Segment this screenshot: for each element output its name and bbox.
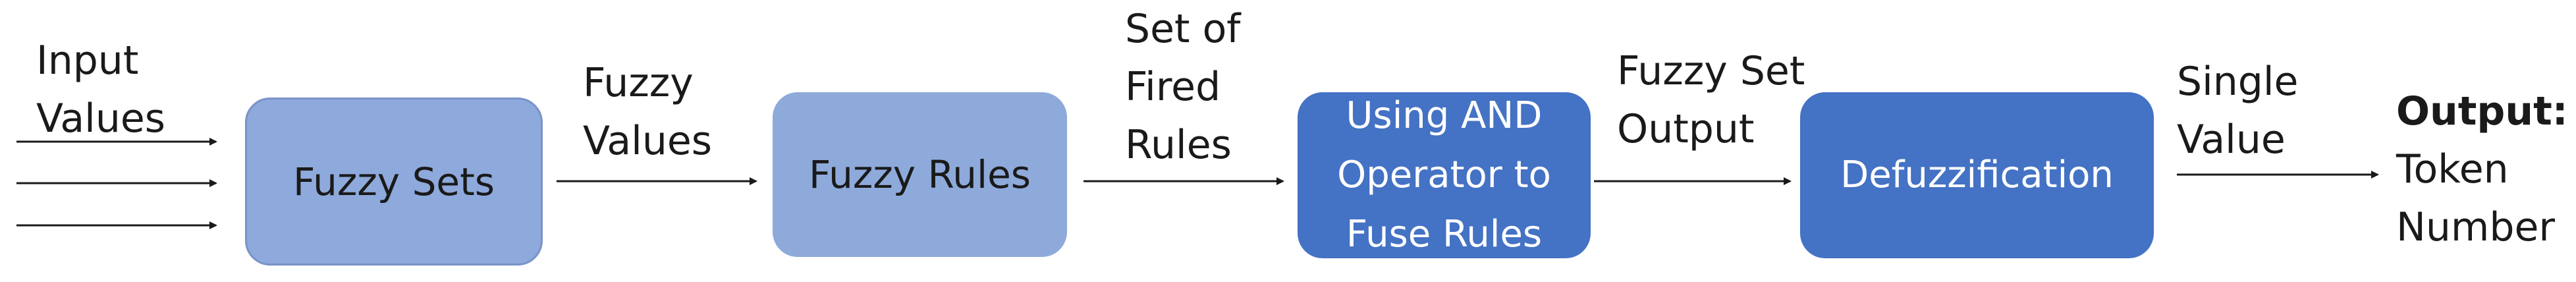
set-of-fired-rules-line-3: Rules [1125,122,1232,168]
fuzzy-rules-box: Fuzzy Rules [773,92,1067,257]
fuzzy-set-output-label: Fuzzy Set Output [1617,42,1805,158]
output-heading: Output: [2396,88,2568,134]
and-operator-line-2: Operator to [1337,154,1551,196]
fuzzy-rules-label: Fuzzy Rules [808,152,1031,197]
defuzzification-box: Defuzzification [1800,92,2154,258]
input-values-line-1: Input [36,38,139,84]
fuzzy-values-label: Fuzzy Values [583,54,712,170]
output-label: Output: Token Number [2396,82,2568,256]
fuzzy-set-output-line-1: Fuzzy Set [1617,48,1805,94]
fuzzy-set-output-line-2: Output [1617,106,1755,152]
set-of-fired-rules-label: Set of Fired Rules [1125,0,1240,174]
set-of-fired-rules-line-2: Fired [1125,64,1221,110]
and-operator-line-1: Using AND [1346,94,1543,137]
output-line-1: Token [2396,146,2509,192]
and-operator-line-3: Fuse Rules [1346,213,1543,256]
single-value-line-1: Single [2177,59,2299,105]
fuzzy-sets-label: Fuzzy Sets [292,159,495,204]
single-value-label: Single Value [2177,53,2298,169]
single-value-line-2: Value [2177,117,2286,163]
defuzzification-label: Defuzzification [1840,154,2114,196]
output-line-2: Number [2396,204,2556,250]
fuzzy-values-line-1: Fuzzy [583,60,694,106]
fuzzy-sets-box: Fuzzy Sets [245,98,543,266]
and-operator-box: Using AND Operator to Fuse Rules [1298,92,1591,258]
set-of-fired-rules-line-1: Set of [1125,6,1241,52]
input-values-line-2: Values [36,96,166,142]
input-values-label: Input Values [36,32,165,148]
fuzzy-values-line-2: Values [583,118,713,164]
